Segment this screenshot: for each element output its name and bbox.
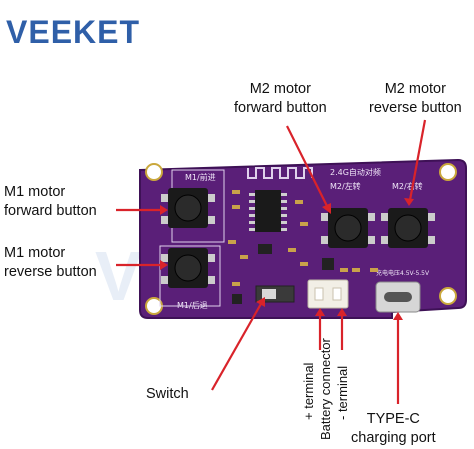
- plus-terminal-label: + terminal: [301, 362, 316, 420]
- silk-m2-rev: M2/右转: [392, 181, 423, 191]
- m2-forward-button: [321, 208, 375, 248]
- antenna-trace: [247, 167, 313, 179]
- typec-port: [375, 281, 421, 313]
- callout-arrows: [116, 119, 427, 404]
- m1-forward-button: [161, 188, 215, 228]
- smd-ics: [232, 244, 334, 304]
- battery-connector: [307, 279, 349, 309]
- brand-logo: VEEKET: [6, 14, 141, 50]
- mount-hole: [439, 287, 457, 305]
- silk-m1-fwd: M1/前进: [185, 172, 216, 182]
- switch-label: Switch: [146, 386, 189, 402]
- silk-voltage: 充电电压4.5V-5.5V: [376, 269, 430, 277]
- m2-reverse-button: [381, 208, 435, 248]
- silk-top: 2.4G自动对频: [330, 167, 381, 177]
- mount-hole: [439, 163, 457, 181]
- mount-hole: [145, 163, 163, 181]
- silk-m2-fwd: M2/左转: [330, 181, 361, 191]
- ic-chip: [249, 190, 287, 232]
- smd-components: [228, 190, 378, 286]
- silk-m1-rev: M1/后退: [177, 300, 208, 310]
- pcb-board: 2.4G自动对频 M1/前进 M1/后退 M2/左转 M2/右转 充电电压4.5…: [139, 158, 467, 319]
- battery-connector-label: Battery connector: [318, 337, 333, 440]
- minus-terminal-label: - terminal: [335, 366, 350, 420]
- slide-switch: [255, 285, 295, 303]
- m1-reverse-button: [161, 248, 215, 288]
